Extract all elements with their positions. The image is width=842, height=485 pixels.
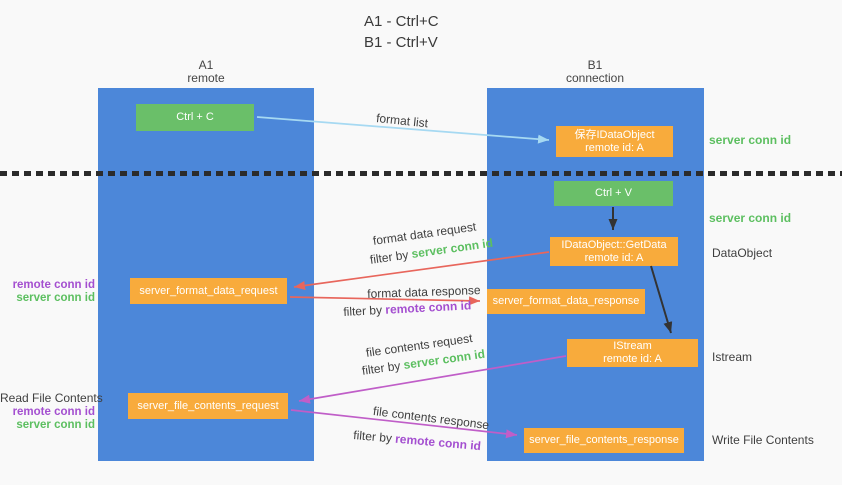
lane-a1-name: A1	[198, 58, 214, 72]
lane-b1-role: connection	[565, 71, 625, 85]
node-idataobject-getdata-line2: remote id: A	[584, 251, 644, 264]
node-istream-line2: remote id: A	[603, 353, 662, 365]
node-save-idataobject: 保存IDataObject remote id: A	[556, 126, 673, 157]
label-file-contents-response: file contents response	[372, 404, 490, 433]
right-dataobject-label: DataObject	[712, 246, 773, 260]
dashed-separator-line	[0, 171, 842, 176]
title-line-1: A1 - Ctrl+C	[364, 13, 439, 30]
node-server-file-contents-request: server_file_contents_request	[128, 393, 288, 419]
remote-conn-id-text: remote conn id	[384, 298, 472, 317]
right-server-conn-id-top: server conn id	[709, 133, 792, 147]
lane-header-a1: A1 remote	[146, 59, 266, 85]
node-istream-line1: IStream	[613, 340, 652, 352]
node-server-file-contents-response-label: server_file_contents_response	[529, 434, 679, 446]
right-server-conn-id-mid: server conn id	[709, 211, 792, 225]
node-ctrl-c: Ctrl + C	[136, 104, 254, 131]
right-write-file-contents-label: Write File Contents	[712, 433, 814, 447]
node-server-format-data-response: server_format_data_response	[487, 289, 645, 314]
node-idataobject-getdata: IDataObject::GetData remote id: A	[550, 237, 678, 266]
filter-by-text: filter by	[343, 302, 386, 319]
node-server-format-data-response-label: server_format_data_response	[492, 295, 640, 307]
filter-by-text: filter by	[352, 428, 396, 446]
node-idataobject-getdata-line1: IDataObject::GetData	[561, 238, 667, 251]
label-format-data-response-filter: filter by remote conn id	[343, 298, 472, 319]
node-istream: IStream remote id: A	[567, 339, 698, 367]
lane-a1-role: remote	[187, 71, 225, 85]
node-server-file-contents-request-label: server_file_contents_request	[137, 399, 279, 412]
left-server-conn-id-bottom: server conn id	[16, 419, 95, 431]
diagram-title: A1 - Ctrl+C B1 - Ctrl+V	[364, 11, 439, 53]
node-save-idataobject-line2: remote id: A	[585, 141, 644, 154]
label-format-list: format list	[375, 111, 429, 131]
node-server-file-contents-response: server_file_contents_response	[524, 428, 684, 453]
filter-by-text: filter by	[369, 247, 413, 267]
node-server-format-data-request: server_format_data_request	[130, 278, 287, 304]
left-remote-conn-id-bottom: remote conn id	[12, 406, 95, 418]
left-read-file-contents-label: Read File Contents	[0, 391, 103, 405]
node-ctrl-c-label: Ctrl + C	[176, 111, 214, 123]
label-file-contents-response-filter: filter by remote conn id	[353, 428, 482, 453]
title-line-2: B1 - Ctrl+V	[364, 34, 438, 51]
filter-by-text: filter by	[361, 358, 405, 378]
node-save-idataobject-line1: 保存IDataObject	[574, 128, 655, 141]
node-ctrl-v-label: Ctrl + V	[595, 187, 632, 199]
remote-conn-id-text: remote conn id	[394, 431, 482, 454]
lane-b1-name: B1	[587, 58, 603, 72]
left-remote-conn-id-top: remote conn id	[12, 279, 95, 291]
right-istream-label: Istream	[712, 350, 753, 364]
left-server-conn-id-top: server conn id	[16, 292, 95, 304]
lane-header-b1: B1 connection	[535, 59, 655, 85]
node-ctrl-v: Ctrl + V	[554, 181, 673, 206]
node-server-format-data-request-label: server_format_data_request	[139, 284, 278, 297]
